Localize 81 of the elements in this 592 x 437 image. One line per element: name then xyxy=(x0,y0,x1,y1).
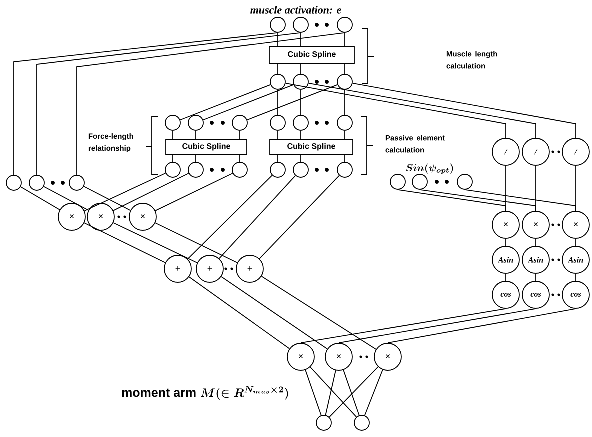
connector xyxy=(14,32,278,176)
circle-node xyxy=(457,174,473,190)
connector xyxy=(305,370,322,416)
circle-node xyxy=(165,115,181,131)
circle-node xyxy=(188,115,204,131)
circle-node xyxy=(337,162,353,178)
circle-node xyxy=(232,115,248,131)
circle-node xyxy=(337,74,353,90)
connector xyxy=(344,154,346,162)
circle-node xyxy=(293,115,309,131)
circle-node xyxy=(270,74,286,90)
connector xyxy=(352,82,576,138)
connector xyxy=(155,222,238,264)
circle-node xyxy=(232,162,248,178)
row-label: $Sin(\psi_{opt})$ xyxy=(406,164,454,174)
connector xyxy=(180,84,272,121)
connector xyxy=(300,90,302,116)
connector xyxy=(44,186,90,211)
circle-node xyxy=(293,74,309,90)
connector xyxy=(300,130,302,140)
formula: $M(\in R^{N_{mus}\times 2})$ xyxy=(201,386,288,400)
circle-node xyxy=(270,17,286,33)
circle-node xyxy=(6,175,22,191)
connector xyxy=(76,32,346,176)
circle-node xyxy=(293,162,309,178)
connector xyxy=(285,83,506,138)
connector xyxy=(300,308,506,344)
title: muscle activation: e xyxy=(250,6,342,14)
circle-node xyxy=(412,174,428,190)
connector xyxy=(187,175,273,260)
connector xyxy=(344,64,346,74)
connector xyxy=(84,222,166,264)
connector xyxy=(113,222,198,264)
connector xyxy=(155,173,234,212)
connector xyxy=(464,190,576,212)
circle-node xyxy=(29,175,45,191)
connector xyxy=(310,366,358,418)
connector xyxy=(308,82,536,138)
circle-node xyxy=(270,162,286,178)
connector xyxy=(36,32,302,176)
connector xyxy=(219,175,296,260)
connector xyxy=(398,190,506,212)
connector xyxy=(20,186,60,210)
connector xyxy=(338,308,536,344)
circle-node xyxy=(390,174,406,190)
connector xyxy=(388,308,576,344)
circle-node xyxy=(165,162,181,178)
connector xyxy=(84,172,166,212)
caption: moment arm xyxy=(122,388,196,398)
circle-node xyxy=(69,175,85,191)
connector xyxy=(329,366,379,418)
connector xyxy=(172,154,174,162)
connector xyxy=(202,84,294,121)
circle-node xyxy=(293,17,309,33)
connector xyxy=(364,370,384,416)
spline-box: Cubic Spline xyxy=(269,46,355,64)
connector xyxy=(344,90,346,116)
connector xyxy=(300,32,302,46)
connector xyxy=(420,190,536,212)
circle-node xyxy=(316,415,332,431)
connector xyxy=(188,276,290,350)
connector xyxy=(261,276,377,350)
circle-node xyxy=(188,162,204,178)
connector xyxy=(343,370,360,416)
connector xyxy=(344,32,346,46)
connector xyxy=(246,84,338,121)
circle-node xyxy=(270,115,286,131)
circle-node xyxy=(337,17,353,33)
connector xyxy=(172,130,174,140)
connector xyxy=(325,370,336,416)
circle-node xyxy=(354,415,370,431)
connector xyxy=(221,276,328,350)
connector xyxy=(113,173,190,212)
connector xyxy=(300,154,302,162)
connector xyxy=(300,64,302,74)
connector xyxy=(344,130,346,140)
circle-node xyxy=(337,115,353,131)
spline-box: Cubic Spline xyxy=(270,139,354,155)
connector xyxy=(84,186,132,212)
spline-box: Cubic Spline xyxy=(166,139,248,155)
connector xyxy=(259,175,340,260)
